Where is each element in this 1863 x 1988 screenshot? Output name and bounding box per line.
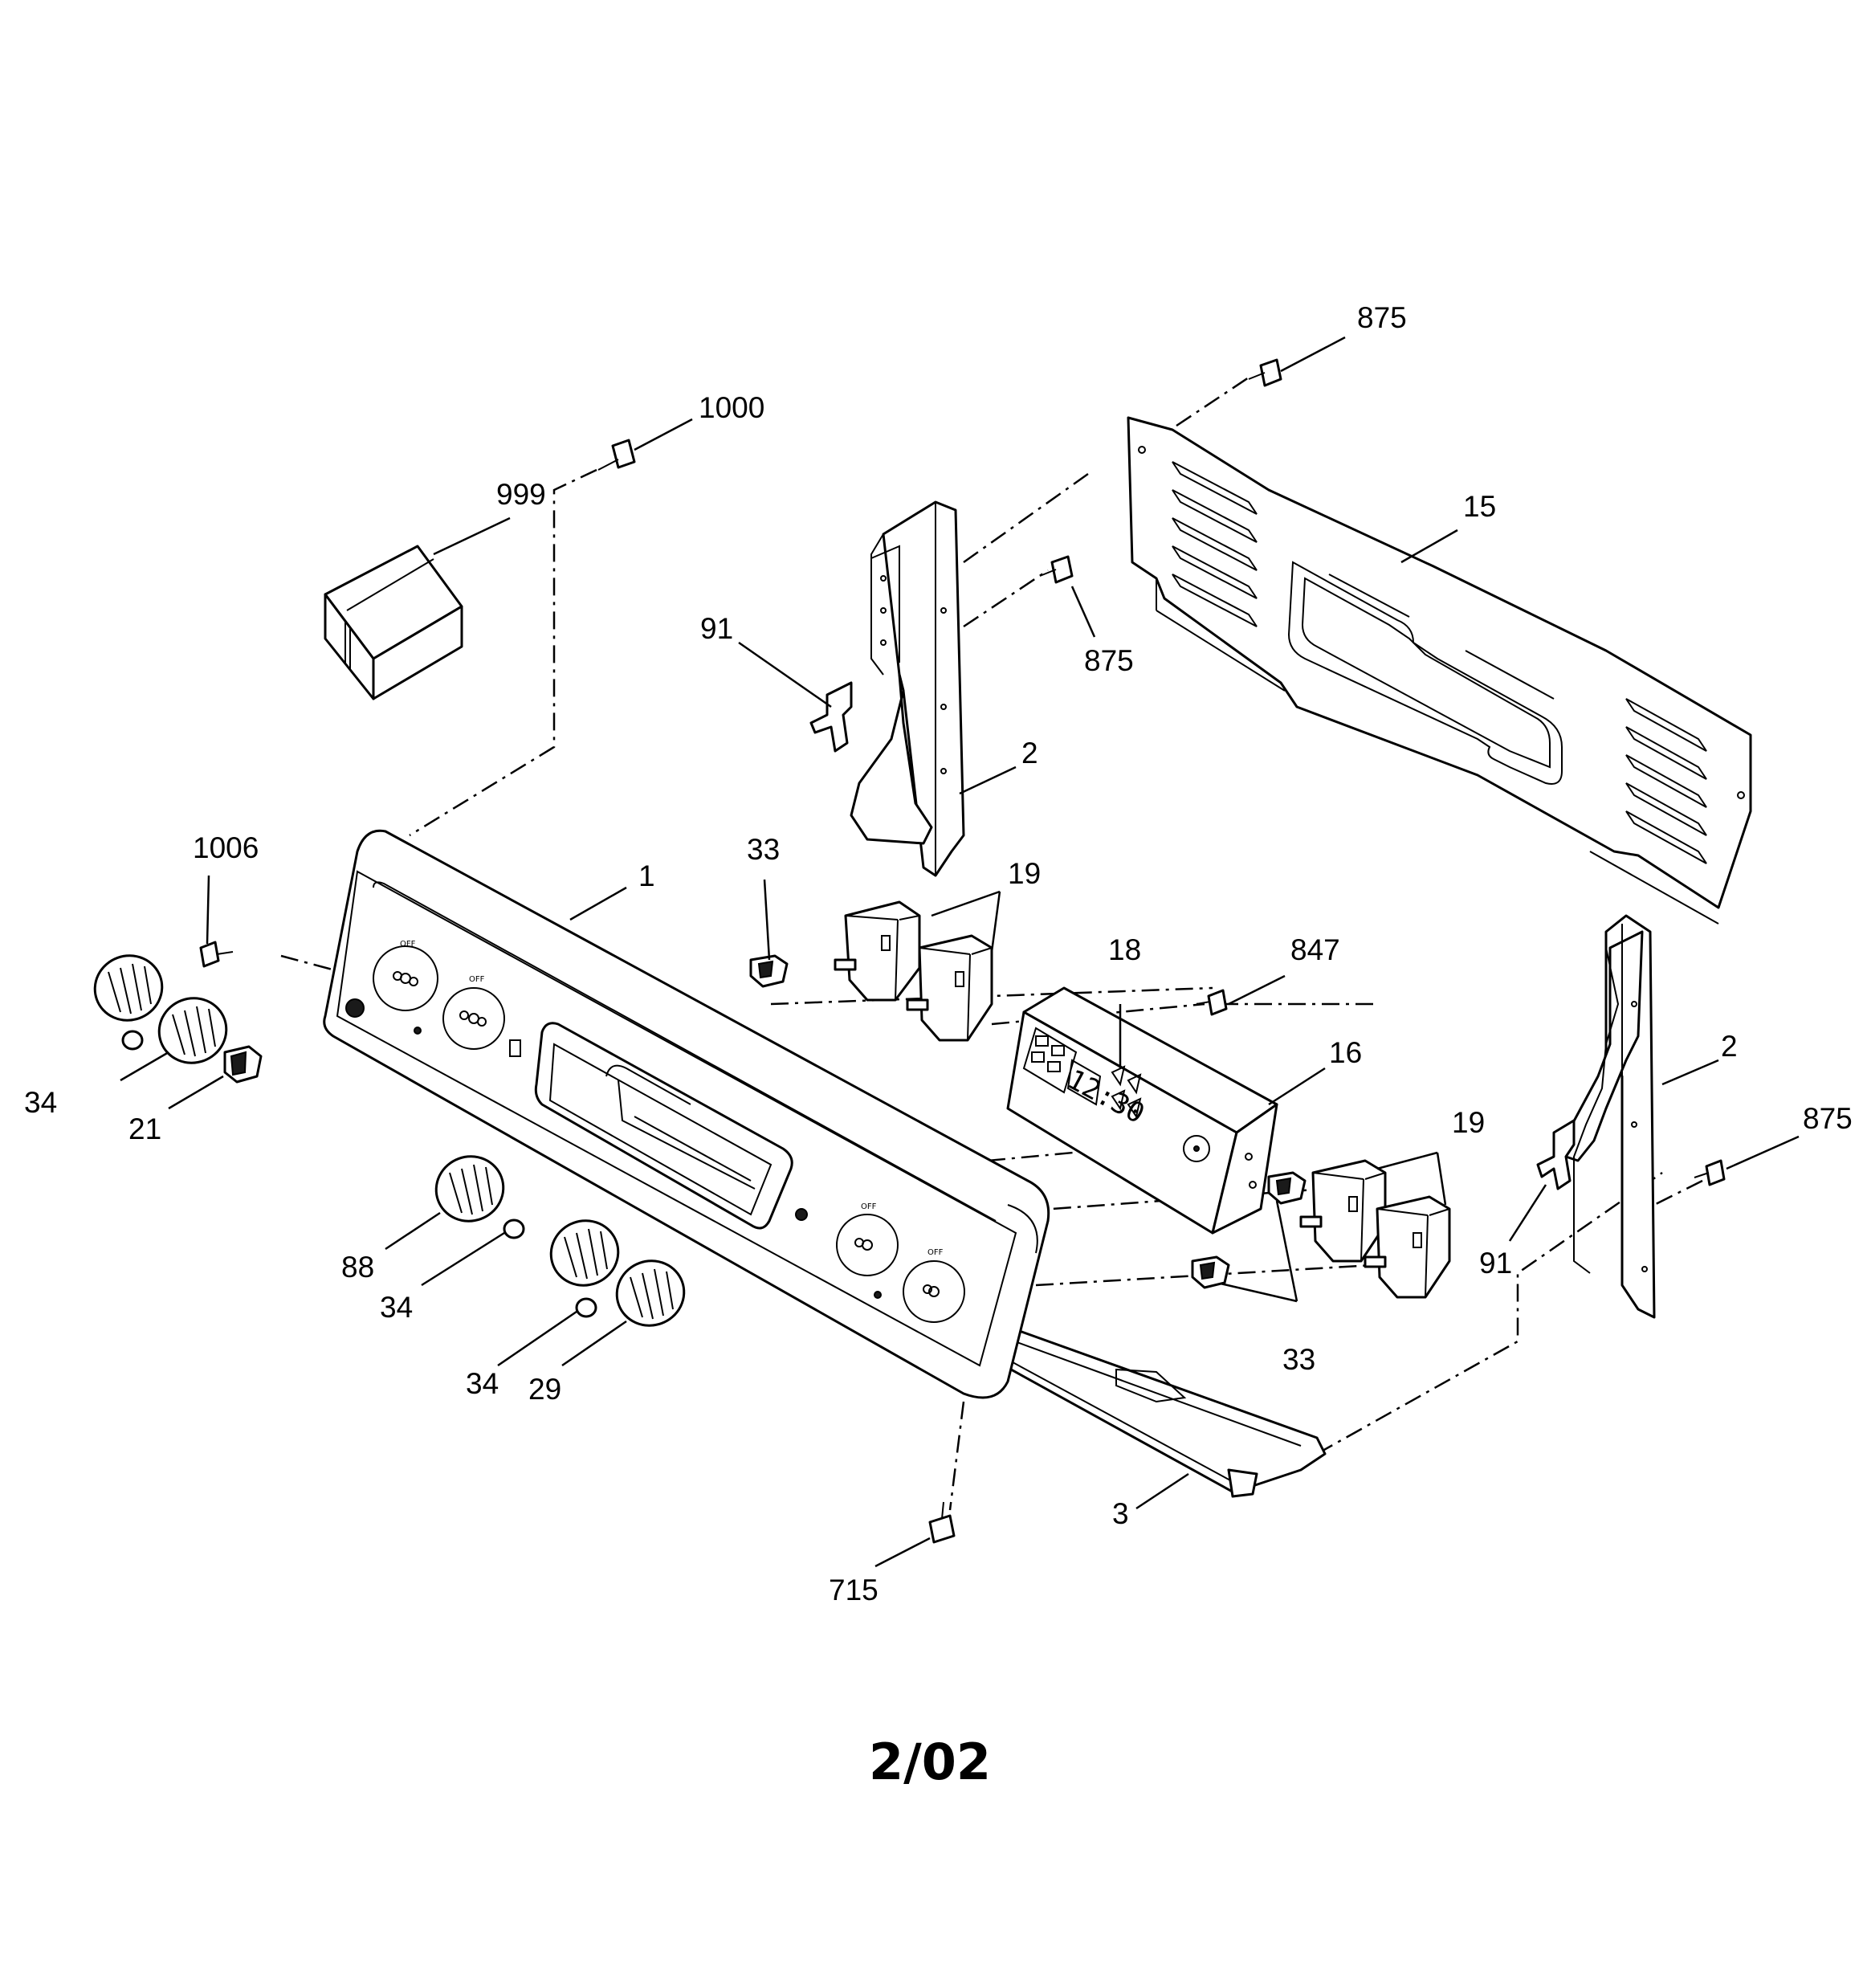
part-34-bushing-c [575, 1297, 597, 1318]
callout-715: 715 [829, 1574, 879, 1606]
callout-34-b: 34 [380, 1291, 413, 1324]
callout-21: 21 [128, 1112, 161, 1145]
part-3-trim [1002, 1324, 1327, 1498]
callout-19-lower: 19 [1452, 1106, 1485, 1139]
callout-18: 18 [1108, 933, 1141, 966]
part-16-electronic-control: 12:30 [1006, 986, 1291, 1235]
part-1-backguard: OFF OFF OFF OFF [323, 829, 1050, 1399]
part-19-switch-lower-left [1299, 1159, 1387, 1263]
screw-875-right [1694, 1159, 1726, 1186]
screw-875-mid [1039, 555, 1074, 584]
callout-875-right: 875 [1803, 1102, 1853, 1135]
callout-999: 999 [496, 478, 546, 511]
knob-88 [434, 1155, 505, 1223]
callout-2-left: 2 [1021, 737, 1038, 769]
vent-slots-right [1625, 698, 1707, 864]
part-21-switch [223, 1045, 263, 1084]
callout-29: 29 [528, 1373, 561, 1406]
callout-91-left: 91 [700, 612, 733, 645]
screw-1000 [597, 439, 636, 471]
callout-19-upper: 19 [1008, 857, 1041, 890]
callout-3: 3 [1112, 1497, 1129, 1530]
callout-34-a: 34 [24, 1086, 57, 1119]
callout-875-top: 875 [1357, 301, 1407, 334]
part-91-clip-left [809, 681, 853, 753]
callout-1000: 1000 [699, 391, 764, 424]
svg-text:OFF: OFF [400, 940, 416, 949]
callout-34-c: 34 [466, 1367, 499, 1400]
knob-upper-left-2 [157, 997, 228, 1064]
part-19-switch-lower-right [1364, 1195, 1451, 1299]
callout-1006: 1006 [193, 831, 259, 864]
knob-29 [615, 1259, 686, 1327]
part-34-bushing-b [503, 1219, 525, 1239]
knob-lower-middle [549, 1219, 620, 1287]
part-33-bracket-middle [1267, 1171, 1307, 1205]
callout-15: 15 [1463, 490, 1496, 523]
callout-labels: 875 1000 999 15 91 875 2 1006 1 33 19 18… [24, 301, 1853, 1606]
part-19-switch-upper-right [906, 934, 993, 1042]
callout-33-lower: 33 [1282, 1343, 1315, 1376]
part-19-switch-upper-left [834, 900, 921, 1002]
svg-text:OFF: OFF [861, 1202, 877, 1211]
callout-847: 847 [1290, 933, 1340, 966]
part-33-bracket-lower [1191, 1255, 1230, 1289]
screw-875-top [1248, 358, 1282, 387]
part-2-end-bracket-right [1564, 914, 1656, 1319]
knob-upper-left-1 [93, 954, 164, 1022]
vent-slots-left [1172, 461, 1258, 627]
callout-2-right: 2 [1721, 1030, 1738, 1063]
part-999-carton [324, 545, 463, 700]
callout-875-mid: 875 [1084, 644, 1134, 677]
leader-lines [120, 336, 1800, 1568]
callout-33-upper: 33 [747, 833, 780, 866]
callout-88: 88 [341, 1251, 374, 1284]
part-15-rear-panel [1127, 416, 1752, 925]
diagram-date-code: 2/02 [869, 1733, 991, 1791]
part-91-clip-right [1536, 1119, 1576, 1190]
screw-1006 [199, 941, 234, 968]
part-34-bushing-a [121, 1030, 144, 1051]
screw-847 [1196, 989, 1228, 1016]
callout-1: 1 [638, 859, 655, 892]
screw-715 [928, 1501, 956, 1544]
callout-91-right: 91 [1479, 1247, 1512, 1280]
part-2-end-bracket-left [850, 500, 965, 877]
callout-16: 16 [1329, 1036, 1362, 1069]
svg-text:OFF: OFF [469, 975, 485, 984]
svg-text:OFF: OFF [927, 1248, 944, 1257]
part-33-bracket-upper [749, 954, 789, 988]
